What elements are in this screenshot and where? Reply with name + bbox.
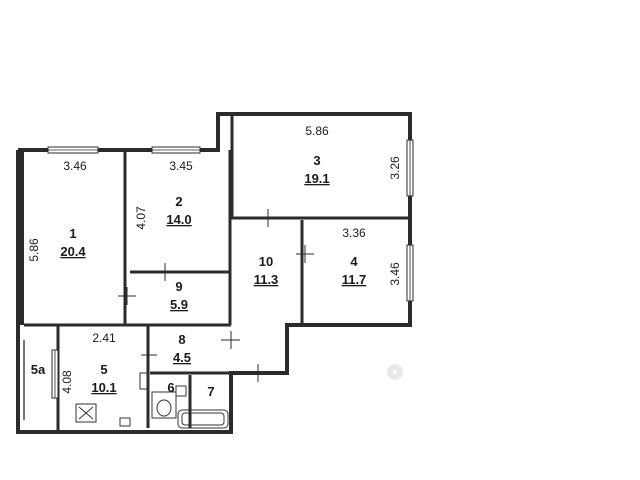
meter-icon [175, 385, 187, 397]
window-room5a [51, 349, 59, 399]
room-6-number: 6 [167, 380, 174, 395]
vent-icon [119, 417, 131, 427]
room-9-number: 9 [175, 279, 182, 294]
door-marks [118, 209, 314, 382]
room-3-length: 3.26 [388, 156, 402, 180]
toilet-icon [151, 391, 177, 419]
room-7-number: 7 [207, 384, 214, 399]
windows [47, 139, 414, 399]
room-8-number: 8 [178, 332, 185, 347]
bathtub-icon [177, 409, 229, 429]
room-4-area: 11.7 [342, 272, 367, 287]
room-2-width: 3.45 [169, 159, 193, 173]
room-3-number: 3 [313, 153, 320, 168]
room-1-area: 20.4 [60, 244, 86, 259]
room-5-length: 4.08 [60, 370, 74, 394]
room-10-area: 11.3 [254, 272, 279, 287]
room-labels: 1 20.4 2 14.0 3 19.1 4 11.7 5 10.1 5a 6 … [31, 153, 367, 399]
room-2-length: 4.07 [134, 206, 148, 230]
window-room2 [151, 146, 201, 154]
window-room4 [406, 244, 414, 302]
stove-icon [75, 403, 97, 423]
window-room1 [47, 146, 99, 154]
room-8-area: 4.5 [173, 350, 191, 365]
window-room3 [406, 139, 414, 197]
room-4-number: 4 [350, 254, 358, 269]
room-1-width: 3.46 [63, 159, 87, 173]
room-4-width: 3.36 [342, 226, 366, 240]
room-5-width: 2.41 [92, 331, 116, 345]
room-5-number: 5 [100, 362, 107, 377]
room-2-number: 2 [175, 194, 182, 209]
room-5-area: 10.1 [91, 380, 116, 395]
room-10-number: 10 [259, 254, 273, 269]
room-4-length: 3.46 [388, 262, 402, 286]
room-1-length: 5.86 [27, 238, 41, 262]
room-1-number: 1 [69, 226, 76, 241]
room-3-width: 5.86 [305, 124, 329, 138]
room-2-area: 14.0 [166, 212, 191, 227]
exterior-walls [16, 112, 412, 434]
room-3-area: 19.1 [304, 171, 329, 186]
cabinet-icon [139, 372, 149, 390]
room-9-area: 5.9 [170, 297, 188, 312]
dimension-labels: 3.46 5.86 3.45 4.07 5.86 3.26 3.36 3.46 … [27, 124, 402, 394]
watermark [387, 364, 403, 380]
fixtures [75, 372, 229, 429]
room-5a-number: 5a [31, 362, 46, 377]
interior-walls [23, 114, 410, 432]
